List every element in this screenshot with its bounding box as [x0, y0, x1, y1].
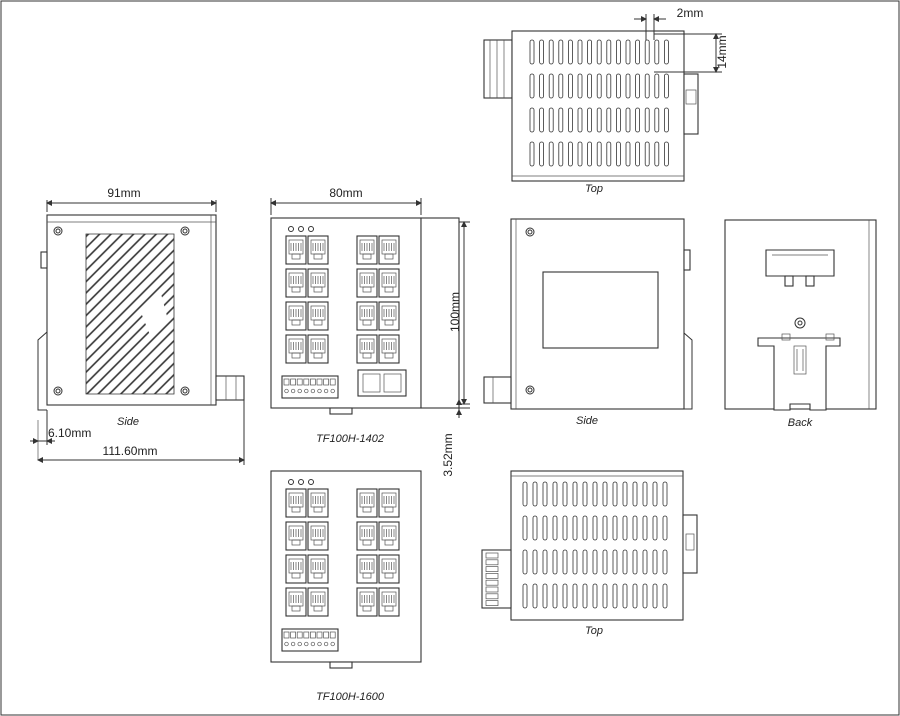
caption-model-1402: TF100H-1402: [316, 433, 384, 445]
side-view-right: Side: [483, 218, 693, 427]
dim-rail-clip: 3.52mm: [441, 433, 455, 476]
caption-top-upper: Top: [585, 183, 603, 195]
caption-back: Back: [788, 417, 813, 429]
front-view-1600: TF100H-1600: [270, 470, 422, 703]
caption-side-left: Side: [117, 416, 139, 428]
dim-rail-offset: 6.10mm: [48, 426, 91, 440]
caption-top-lower: Top: [585, 625, 603, 637]
back-view: Back: [724, 219, 877, 429]
dim-front-width: 80mm: [329, 186, 362, 200]
front-view-1402: 80mm 100mm 3.52mm TF100H-1402: [270, 186, 470, 477]
side-view-left: 91mm 6.10mm 111.60mm Side: [30, 186, 245, 465]
top-view-lower: Top: [481, 470, 698, 637]
dim-side-width: 91mm: [107, 186, 140, 200]
caption-model-1600: TF100H-1600: [316, 691, 385, 703]
top-view-upper: 2mm 14mm Top: [483, 6, 729, 195]
dim-height: 100mm: [448, 292, 462, 332]
dim-slot-pitch: 14mm: [715, 35, 729, 68]
dim-slot-gap: 2mm: [677, 6, 704, 20]
dim-total-depth: 111.60mm: [103, 444, 158, 458]
caption-side-right: Side: [576, 415, 598, 427]
